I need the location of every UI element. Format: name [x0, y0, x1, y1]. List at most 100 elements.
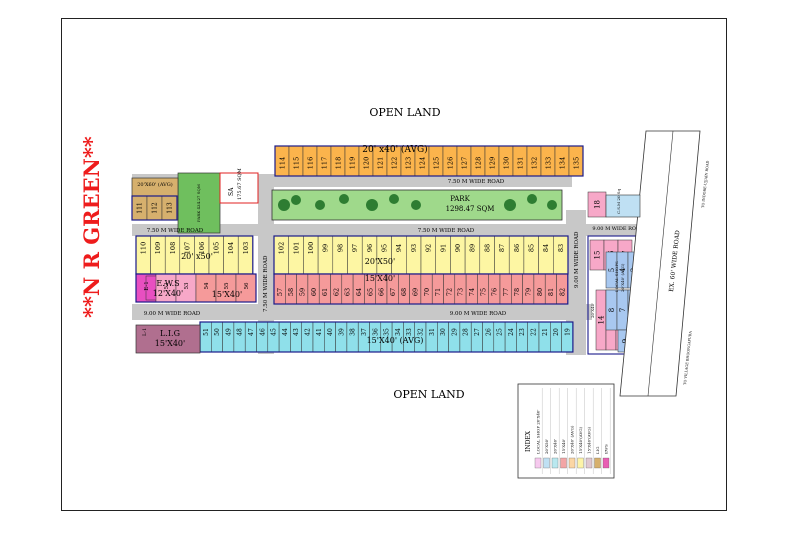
plot-cell	[479, 235, 495, 275]
plot-number: 36	[372, 328, 379, 336]
legend-label: LOCAL SHOP 20'X40'	[536, 409, 541, 454]
plot-number: 28	[463, 328, 470, 336]
plot-number: 82	[558, 288, 566, 296]
size-15x40: 15'X40'	[365, 274, 395, 283]
plot-cell	[437, 321, 449, 353]
road-vertical-right	[566, 210, 586, 355]
plot-number: 42	[304, 328, 311, 336]
road-900-left: 9.00 M WIDE ROAD	[144, 311, 201, 317]
plot-number: 59	[299, 288, 307, 296]
plot-cell	[470, 321, 483, 353]
plot-number: 21	[542, 328, 549, 336]
open-land-bottom: OPEN LAND	[393, 388, 464, 401]
plot-number: 71	[434, 288, 442, 296]
plot-number: 44	[282, 328, 289, 336]
plot-number: 129	[488, 157, 496, 169]
road-750-mid: 7.50 M WIDE ROAD	[418, 228, 475, 234]
corner-size: 20'X60' (AVG)	[137, 181, 173, 188]
open-land-top: OPEN LAND	[369, 106, 440, 119]
plot-cell	[508, 235, 525, 275]
plot-number: 75	[479, 288, 487, 296]
plot-cell	[527, 321, 540, 353]
plot-number: 60	[310, 288, 318, 296]
plot-number: 73	[457, 288, 465, 296]
plot-number: 67	[389, 288, 397, 296]
plot-number: 92	[425, 244, 433, 252]
plot-number: 104	[227, 242, 235, 254]
plot-number: 72	[445, 288, 453, 296]
index-title: INDEX	[525, 430, 532, 452]
plot-number: 122	[390, 157, 398, 169]
plot-cell	[493, 321, 506, 353]
plot-number: 77	[502, 288, 510, 296]
plot-number: 117	[320, 157, 328, 169]
plot-number: 29	[451, 328, 458, 336]
plot-number: 27	[474, 328, 481, 336]
plot-number: 108	[169, 242, 177, 254]
road-750-left: 7.50 M WIDE ROAD	[147, 228, 204, 234]
plot-number: 113	[167, 202, 174, 214]
plot-number: 83	[557, 244, 565, 252]
plot-number: 45	[271, 328, 278, 336]
plot-number: 85	[528, 244, 536, 252]
plot-number: 88	[483, 244, 491, 252]
plot-number: 135	[572, 157, 580, 169]
plot-number: 115	[292, 157, 300, 169]
plot-number: 111	[137, 202, 144, 213]
plot-number: 112	[152, 202, 159, 214]
plot-number: 5	[608, 268, 616, 272]
plot-cell	[561, 321, 574, 353]
plot-cell	[376, 235, 392, 275]
plot-number: 130	[502, 157, 510, 169]
plot-cell	[267, 321, 280, 353]
road-bottom	[132, 304, 592, 320]
plot-number: 8	[608, 308, 616, 312]
plot-number: 25	[497, 328, 504, 336]
plot-number: 69	[412, 288, 420, 296]
legend-label: 20'X40'	[553, 439, 558, 454]
plot-number: 58	[287, 288, 295, 296]
road-vertical-left	[258, 174, 274, 354]
plot-cell	[464, 235, 481, 275]
project-title: **N R GREEN**	[79, 136, 104, 318]
plot-cell	[244, 321, 257, 353]
plot-number: 41	[316, 328, 323, 336]
plot-number: 43	[293, 328, 300, 336]
plot-number: 40	[327, 328, 334, 336]
corner-plots: 111 112 113	[131, 195, 178, 221]
plot-number: 51	[203, 328, 210, 336]
plot-number: 63	[344, 288, 352, 296]
plot-number: 95	[381, 244, 389, 252]
plot-number: 89	[469, 244, 477, 252]
plot-number: 110	[140, 242, 148, 254]
plot-number: 81	[547, 288, 555, 296]
lig-label: L.I.G	[160, 329, 180, 338]
plot-number: 78	[513, 288, 521, 296]
plot-cell	[450, 235, 466, 275]
plot-cell	[406, 235, 422, 275]
small-park	[177, 172, 221, 234]
plot-cell	[346, 321, 359, 353]
plot-number: 80	[536, 288, 544, 296]
plot-number: E-1	[144, 281, 150, 290]
size-bottom: 15'X40' (AVG)	[367, 336, 424, 345]
plan-frame	[61, 18, 727, 511]
plot-number: 76	[491, 288, 499, 296]
plot-number: 7	[619, 308, 627, 312]
legend-swatch	[543, 457, 550, 469]
plot-number: 24	[508, 328, 515, 336]
plot-cell	[516, 321, 528, 353]
plot-cell	[278, 321, 291, 353]
plot-number: 35	[384, 328, 391, 336]
plot-number: 33	[406, 328, 413, 336]
legend-swatch	[594, 457, 601, 469]
plot-number: 134	[558, 157, 566, 169]
plot-number: 56	[244, 282, 250, 289]
plot-number: 4	[619, 267, 627, 272]
